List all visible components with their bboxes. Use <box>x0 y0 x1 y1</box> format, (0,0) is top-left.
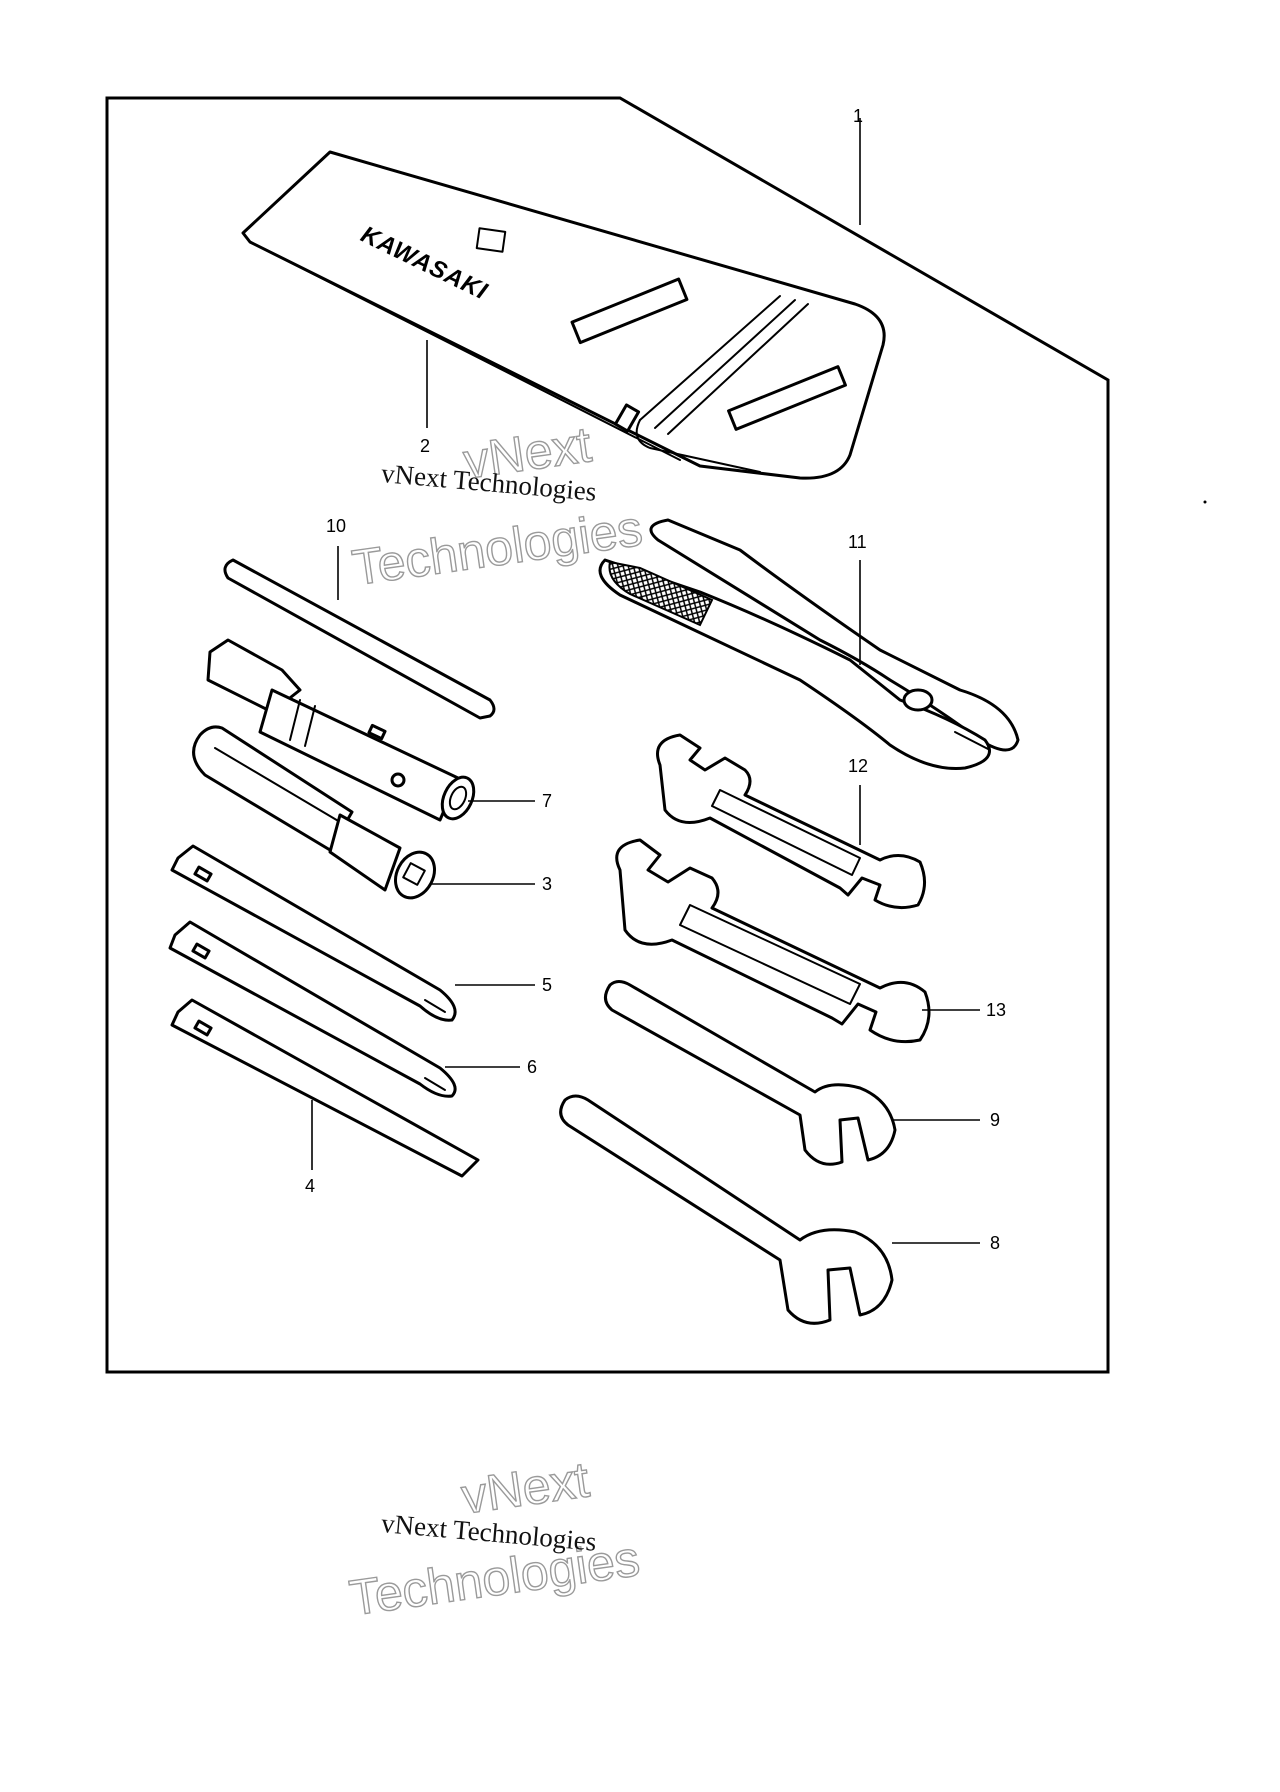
part-label-13: 13 <box>986 1000 1006 1020</box>
part-labels: 1 2 10 11 12 7 3 5 6 4 13 9 8 <box>305 106 1006 1253</box>
part-label-6: 6 <box>527 1057 537 1077</box>
wrench-8 <box>559 1094 894 1325</box>
wrench-12 <box>656 733 926 910</box>
part-label-11: 11 <box>848 532 867 552</box>
wrench-9 <box>604 980 897 1166</box>
part-label-12: 12 <box>848 756 868 776</box>
part-label-2: 2 <box>420 436 430 456</box>
screwdriver-bit-4 <box>170 998 480 1178</box>
spark-plug-wrench <box>206 638 476 822</box>
diagram-frame <box>105 96 1110 1374</box>
part-label-3: 3 <box>542 874 552 894</box>
part-label-4: 4 <box>305 1176 315 1196</box>
part-label-1: 1 <box>853 106 863 126</box>
bag-square-label <box>475 227 507 253</box>
part-label-10: 10 <box>326 516 346 536</box>
tool-bag: KAWASAKI <box>241 150 886 480</box>
bag-strap-lower <box>727 365 847 431</box>
watermark-outline-line1: vNext <box>458 1451 592 1524</box>
tommy-bar <box>223 558 496 720</box>
wrench-13 <box>615 838 931 1044</box>
pliers <box>598 518 1020 770</box>
screwdriver-bit-5 <box>170 844 457 1022</box>
screwdriver-handle <box>192 725 436 900</box>
part-label-8: 8 <box>990 1233 1000 1253</box>
screwdriver-bit-6 <box>168 920 457 1098</box>
part-label-5: 5 <box>542 975 552 995</box>
part-label-9: 9 <box>990 1110 1000 1130</box>
scan-speck <box>1203 500 1207 504</box>
leader-lines <box>311 118 980 1244</box>
watermark-outline-line2: Technologies <box>349 500 646 596</box>
part-label-7: 7 <box>542 791 552 811</box>
bag-strap-upper <box>570 277 689 345</box>
